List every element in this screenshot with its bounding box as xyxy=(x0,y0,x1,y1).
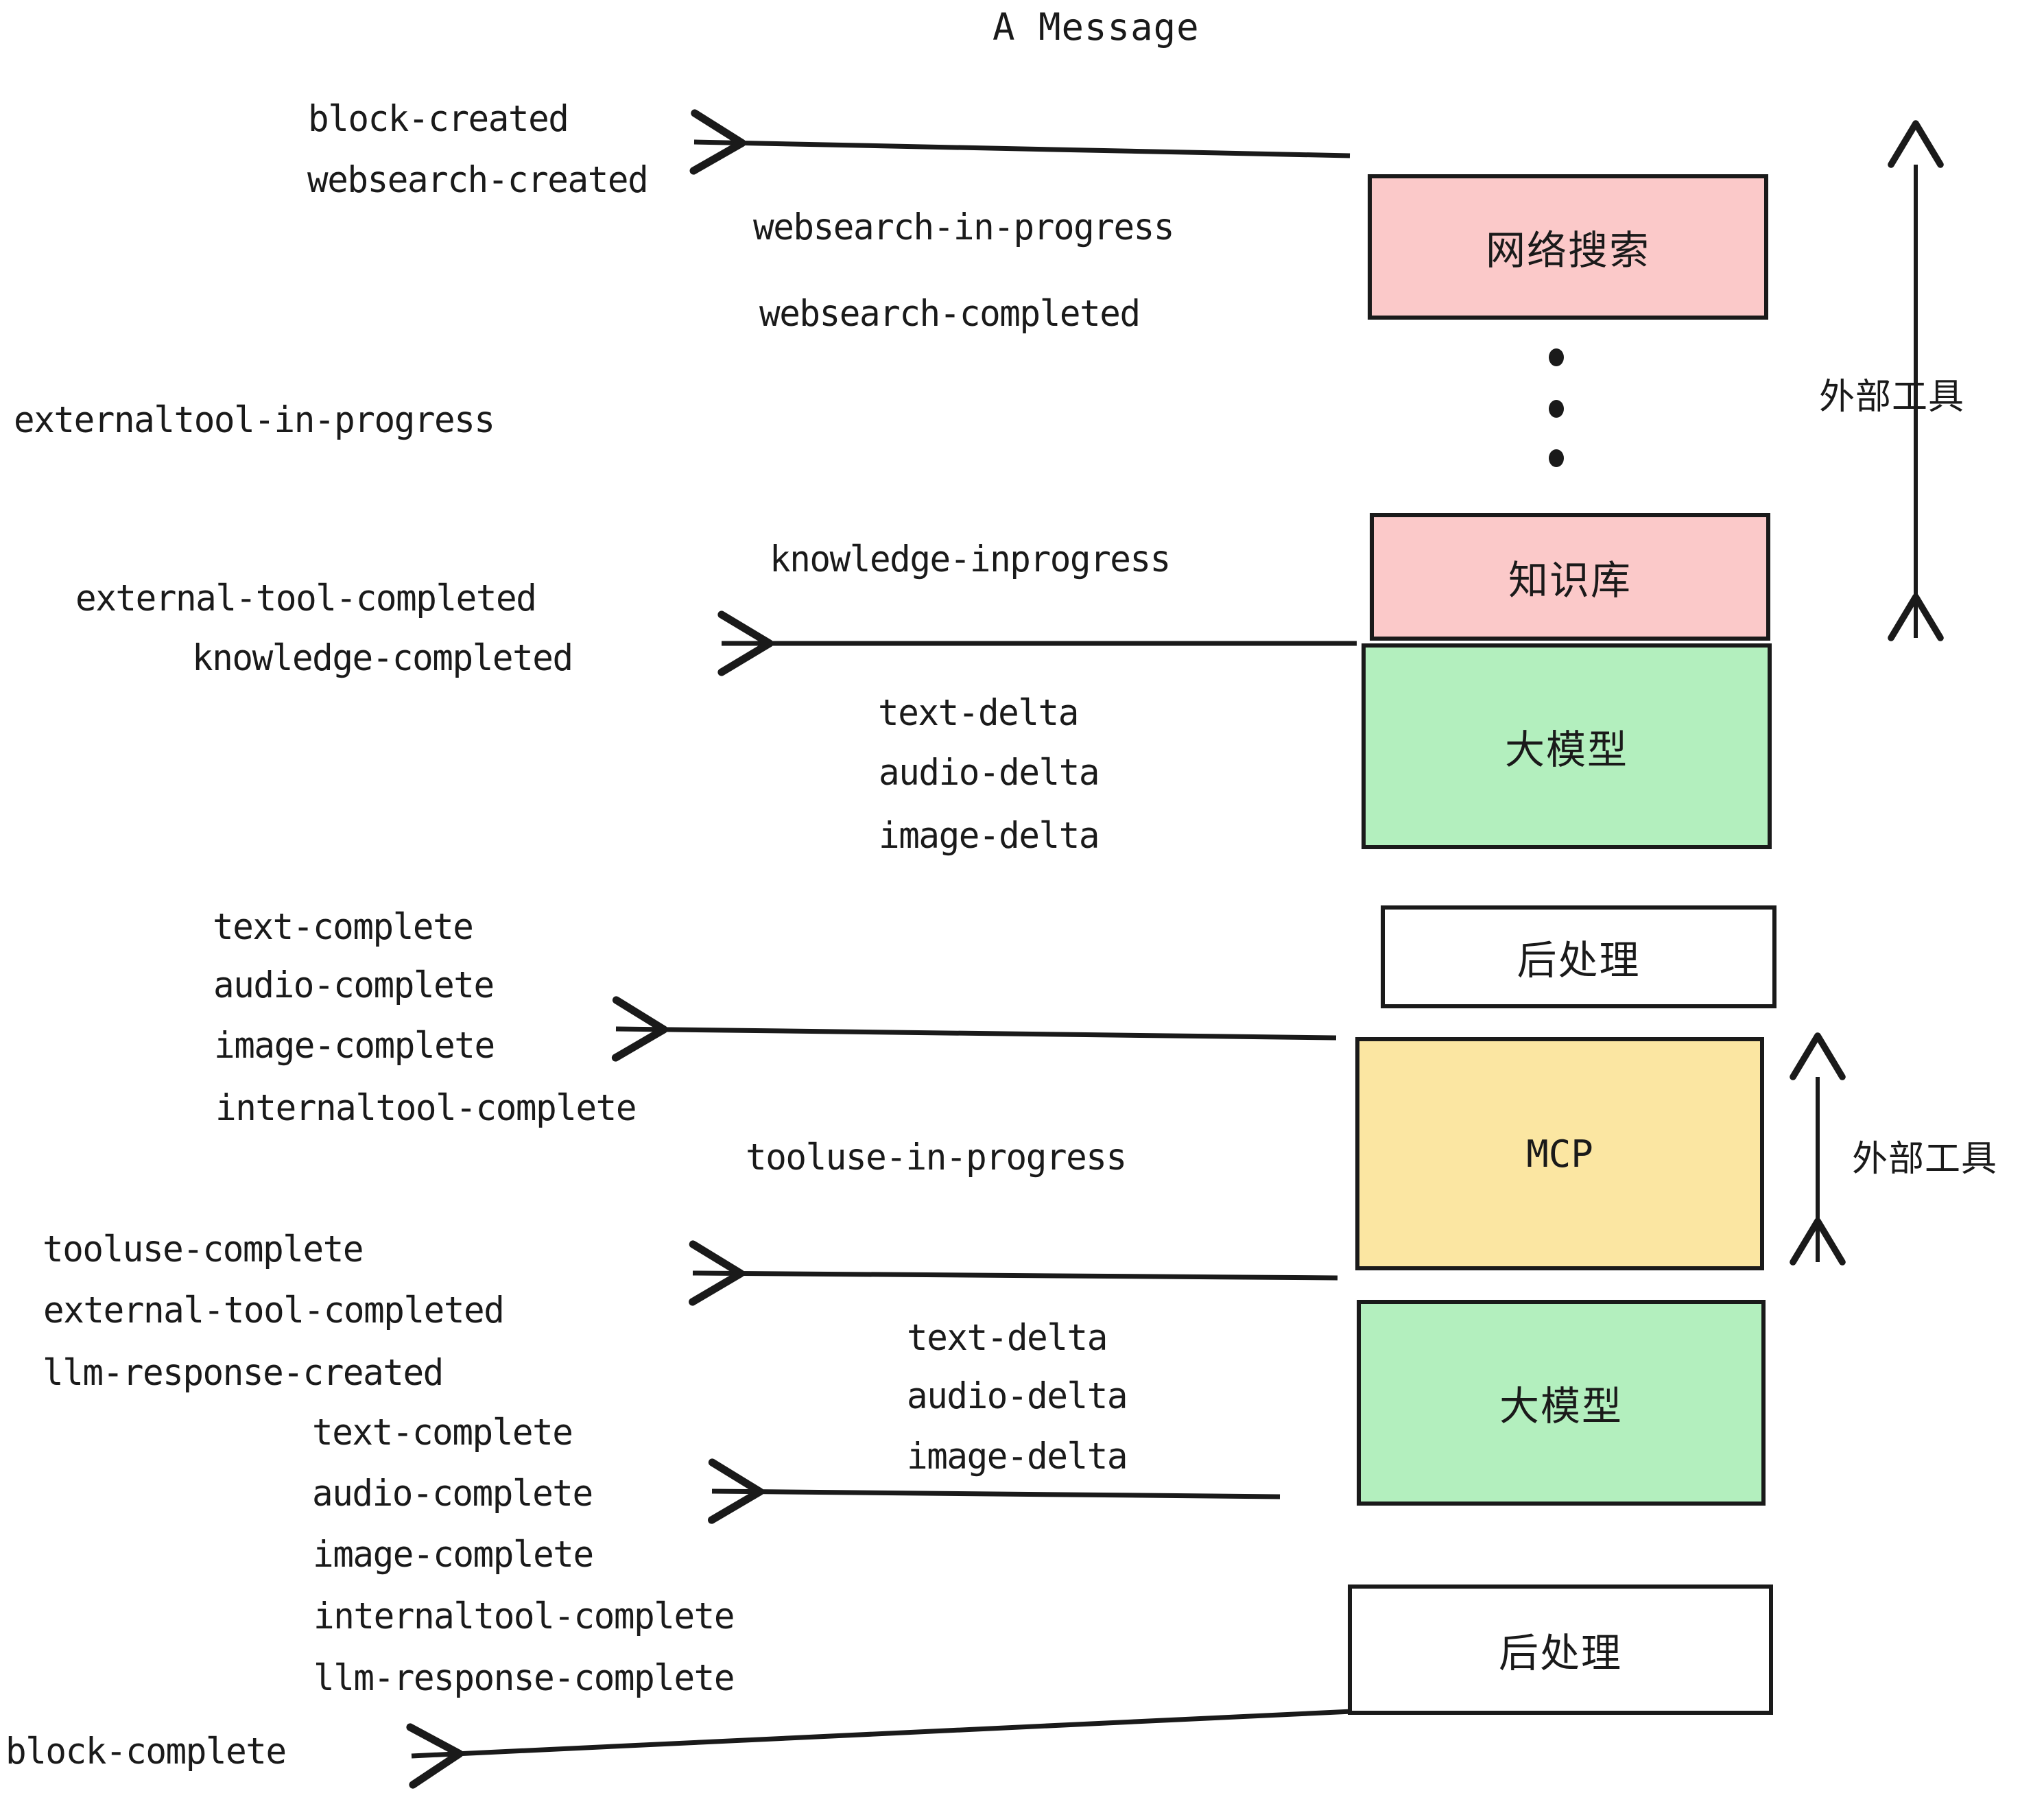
event-internaltool-complete-2: internaltool-complete xyxy=(313,1595,735,1637)
event-websearch-in-progress: websearch-in-progress xyxy=(753,206,1174,248)
box-postprocess-second[interactable]: 后处理 xyxy=(1348,1585,1773,1715)
side-label-external-tools-top: 外部工具 xyxy=(1819,377,1965,418)
event-text-delta-1: text-delta xyxy=(878,692,1079,734)
box-postprocess-first[interactable]: 后处理 xyxy=(1381,905,1776,1008)
page-title: A Message xyxy=(993,5,1200,49)
event-knowledge-completed: knowledge-completed xyxy=(192,637,573,679)
box-websearch[interactable]: 网络搜索 xyxy=(1368,174,1768,320)
box-llm-second[interactable]: 大模型 xyxy=(1357,1300,1766,1506)
arrow-block-complete xyxy=(406,1708,1367,1789)
arrow-audio-complete xyxy=(707,1458,1281,1524)
event-image-delta-1: image-delta xyxy=(879,815,1100,857)
box-label: 大模型 xyxy=(1499,1383,1623,1429)
event-external-tool-completed-1: external-tool-completed xyxy=(75,578,537,619)
event-tooluse-complete: tooluse-complete xyxy=(43,1229,364,1270)
event-llm-response-complete: llm-response-complete xyxy=(313,1657,735,1699)
box-knowledge-base[interactable]: 知识库 xyxy=(1370,513,1770,641)
arrow-block-created xyxy=(689,109,1351,175)
event-audio-delta-2: audio-delta xyxy=(907,1375,1128,1417)
ellipsis-dot xyxy=(1549,449,1564,467)
event-text-complete-1: text-complete xyxy=(213,906,474,948)
box-label: 知识库 xyxy=(1508,557,1632,604)
event-tooluse-in-progress: tooluse-in-progress xyxy=(746,1137,1127,1178)
box-label: MCP xyxy=(1526,1132,1593,1176)
event-external-tool-completed-2: external-tool-completed xyxy=(43,1290,505,1331)
event-externaltool-in-progress: externaltool-in-progress xyxy=(14,399,495,441)
event-websearch-created: websearch-created xyxy=(307,159,649,201)
event-block-complete: block-complete xyxy=(5,1731,287,1772)
box-label: 网络搜索 xyxy=(1485,227,1650,274)
event-image-delta-2: image-delta xyxy=(907,1436,1128,1477)
event-llm-response-created: llm-response-created xyxy=(43,1352,444,1394)
event-image-complete-2: image-complete xyxy=(313,1534,594,1576)
event-audio-complete-2: audio-complete xyxy=(312,1473,593,1515)
box-mcp[interactable]: MCP xyxy=(1355,1037,1764,1270)
arrow-tooluse-complete xyxy=(689,1240,1338,1306)
box-llm-first[interactable]: 大模型 xyxy=(1362,643,1772,849)
event-block-created: block-created xyxy=(308,98,569,140)
box-label: 后处理 xyxy=(1517,937,1641,984)
event-knowledge-inprogress: knowledge-inprogress xyxy=(770,538,1171,580)
event-audio-delta-1: audio-delta xyxy=(879,752,1100,794)
event-text-complete-2: text-complete xyxy=(312,1412,573,1453)
event-text-delta-2: text-delta xyxy=(907,1317,1108,1359)
event-websearch-completed: websearch-completed xyxy=(759,293,1141,335)
box-label: 后处理 xyxy=(1498,1630,1622,1676)
side-label-external-tools-mcp: 外部工具 xyxy=(1852,1139,1998,1180)
event-audio-complete-1: audio-complete xyxy=(213,964,495,1006)
event-internaltool-complete-1: internaltool-complete xyxy=(215,1087,637,1129)
ellipsis-dot xyxy=(1549,348,1564,366)
box-label: 大模型 xyxy=(1504,726,1628,773)
arrow-image-complete xyxy=(611,996,1337,1062)
event-image-complete-1: image-complete xyxy=(214,1025,495,1067)
ellipsis-dot xyxy=(1549,400,1564,418)
